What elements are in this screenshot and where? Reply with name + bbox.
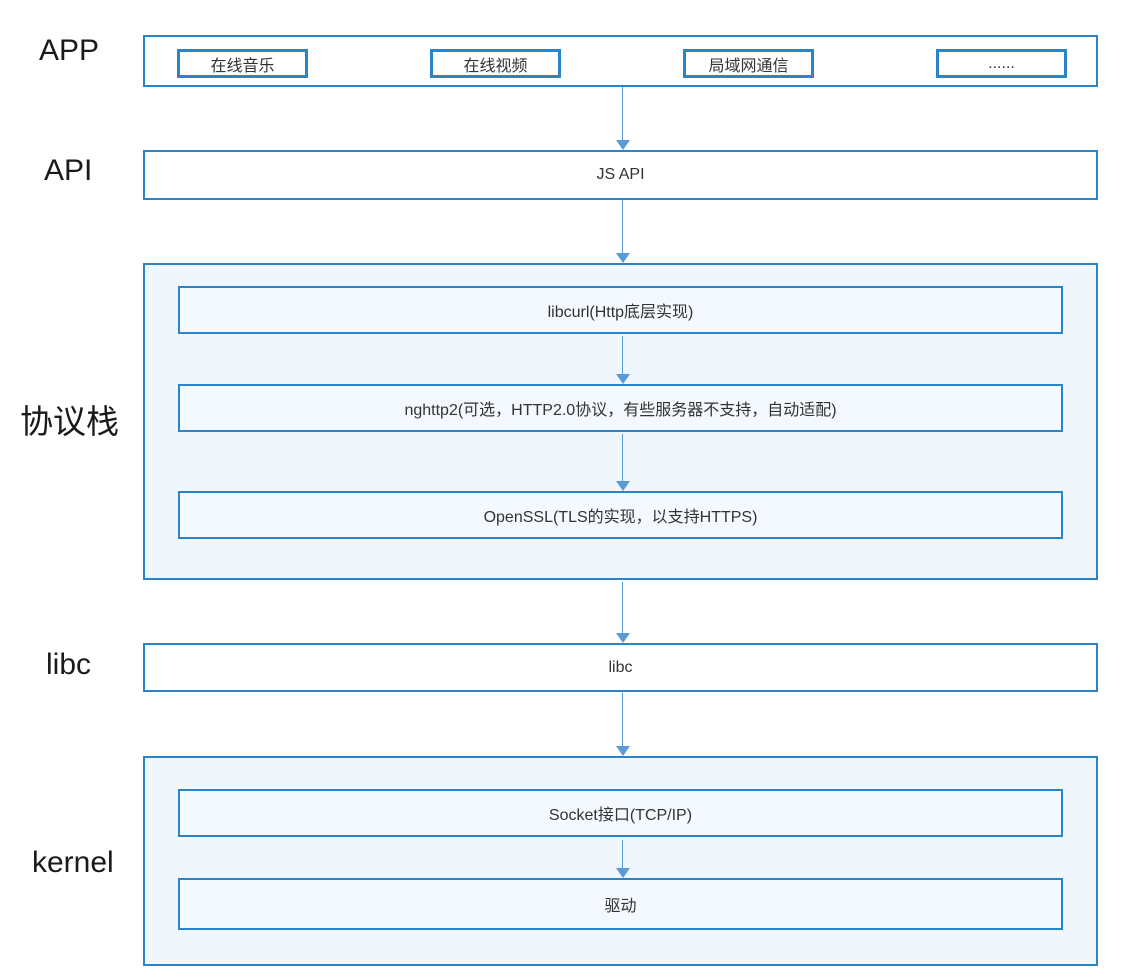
kernel-container: Socket接口(TCP/IP) 驱动 [143, 756, 1098, 966]
layer-label-app: APP [39, 34, 100, 67]
arrow-libc-to-kernel-icon [615, 693, 630, 756]
layer-label-protocol-stack: 协议栈 [20, 403, 119, 440]
arrow-app-to-api-icon [615, 87, 630, 150]
arrow-shaft [621, 693, 624, 746]
driver-box: 驱动 [178, 878, 1063, 930]
nghttp2-box: nghttp2(可选，HTTP2.0协议，有些服务器不支持，自动适配) [178, 384, 1063, 432]
arrow-libcurl-to-nghttp2-icon [615, 336, 630, 384]
arrow-shaft [621, 434, 624, 481]
arrow-head [615, 633, 630, 643]
app-layer-box: 在线音乐 在线视频 局域网通信 ...... [143, 35, 1098, 87]
arrow-shaft [621, 87, 624, 140]
app-item-ellipsis: ...... [936, 49, 1067, 78]
arrow-protocol-to-libc-icon [615, 582, 630, 643]
arrow-shaft [621, 336, 624, 374]
arrow-socket-to-driver-icon [615, 840, 630, 878]
libcurl-box: libcurl(Http底层实现) [178, 286, 1063, 334]
layer-label-libc: libc [46, 648, 92, 681]
arrow-head [615, 481, 630, 491]
app-item-lan-communication: 局域网通信 [683, 49, 814, 78]
app-item-online-video: 在线视频 [430, 49, 561, 78]
app-item-online-music: 在线音乐 [177, 49, 308, 78]
arrow-shaft [621, 582, 624, 633]
arrow-head [615, 374, 630, 384]
arrow-head [615, 746, 630, 756]
arrow-shaft [621, 200, 624, 253]
openssl-box: OpenSSL(TLS的实现，以支持HTTPS) [178, 491, 1063, 539]
layer-label-kernel: kernel [32, 846, 114, 879]
arrow-head [615, 868, 630, 878]
arrow-nghttp2-to-openssl-icon [615, 434, 630, 491]
arrow-shaft [621, 840, 624, 868]
arrow-api-to-protocol-icon [615, 200, 630, 263]
arrow-head [615, 140, 630, 150]
socket-interface-box: Socket接口(TCP/IP) [178, 789, 1063, 837]
libc-box: libc [143, 643, 1098, 692]
arrow-head [615, 253, 630, 263]
js-api-box: JS API [143, 150, 1098, 200]
protocol-stack-container: libcurl(Http底层实现) nghttp2(可选，HTTP2.0协议，有… [143, 263, 1098, 580]
layer-label-api: API [44, 154, 93, 187]
